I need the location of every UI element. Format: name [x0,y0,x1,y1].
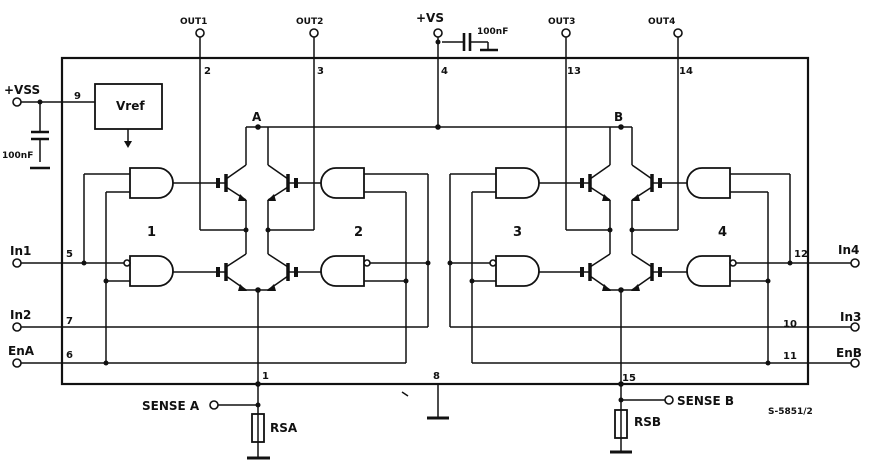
sense-a-label: SENSE A [142,399,200,413]
out2-label: OUT2 [296,17,323,27]
pin-6: 6 [66,350,73,361]
out4-label: OUT4 [648,17,675,27]
out4-lead [632,28,683,231]
in4-terminal[interactable] [850,258,860,268]
in3-label: In3 [840,310,861,324]
gate-1-label: 1 [147,225,156,240]
gate-2-label: 2 [354,225,363,240]
sense-b-section [610,381,674,454]
out3-terminal[interactable] [561,28,571,38]
vref-label: Vref [116,99,145,113]
in4-label: In4 [838,243,859,257]
pin-5: 5 [66,249,73,260]
node-a-label: A [252,110,262,124]
out2-terminal[interactable] [309,28,319,38]
sense-a-section [209,381,270,460]
rsa-resistor [251,413,265,443]
pin-2: 2 [204,66,211,77]
out1-lead [195,28,246,231]
pin-13: 13 [567,66,581,77]
vss-cap-label: 100nF [2,151,33,161]
enb-terminal[interactable] [850,358,860,368]
in3-terminal[interactable] [850,322,860,332]
gnd-section [401,384,449,420]
ena-label: EnA [8,344,35,358]
vs-lead [433,28,498,127]
out1-terminal[interactable] [195,28,205,38]
in1-terminal[interactable] [12,258,22,268]
vs-cap-label: 100nF [477,27,508,37]
pin-1: 1 [262,371,269,382]
left-input-wiring [12,173,431,368]
sense-a-terminal[interactable] [209,400,219,410]
bridge-b [576,124,666,452]
out1-label: OUT1 [180,17,207,27]
pin-10: 10 [783,319,797,330]
pin-3: 3 [317,66,324,77]
ena-terminal[interactable] [12,358,22,368]
in2-label: In2 [10,308,31,322]
pin-12: 12 [794,249,808,260]
rsb-label: RSB [634,415,661,429]
enb-label: EnB [836,346,862,360]
sense-b-label: SENSE B [677,394,734,408]
vs-terminal[interactable] [433,28,443,38]
out3-lead [561,28,610,231]
gate-2 [302,167,371,287]
base-drive-stubs [216,178,662,277]
rsb-resistor [614,409,628,439]
pin-4: 4 [441,66,448,77]
vss-section [12,83,163,170]
vs-label: +VS [416,11,444,25]
vss-label: +VSS [4,83,40,97]
gate-4 [666,167,737,287]
pin-14: 14 [679,66,693,77]
sense-b-terminal[interactable] [664,395,674,405]
gate-1 [123,167,212,287]
in2-terminal[interactable] [12,322,22,332]
rsa-label: RSA [270,421,298,435]
gate-4-label: 4 [718,225,727,240]
pin-8: 8 [433,371,440,382]
right-input-wiring [447,173,860,368]
package-outline [60,56,810,386]
out4-terminal[interactable] [673,28,683,38]
pin-15: 15 [622,373,636,384]
pin-9: 9 [74,91,81,102]
pin-11: 11 [783,351,797,362]
gate-3-label: 3 [513,225,522,240]
reference-code: S-5851/2 [768,407,813,417]
gate-3 [489,167,576,287]
vss-terminal[interactable] [12,97,22,107]
node-b-label: B [614,110,623,124]
out2-lead [268,28,319,231]
pin-7: 7 [66,316,73,327]
in1-label: In1 [10,244,31,258]
out3-label: OUT3 [548,17,575,27]
bridge-a [212,124,302,458]
